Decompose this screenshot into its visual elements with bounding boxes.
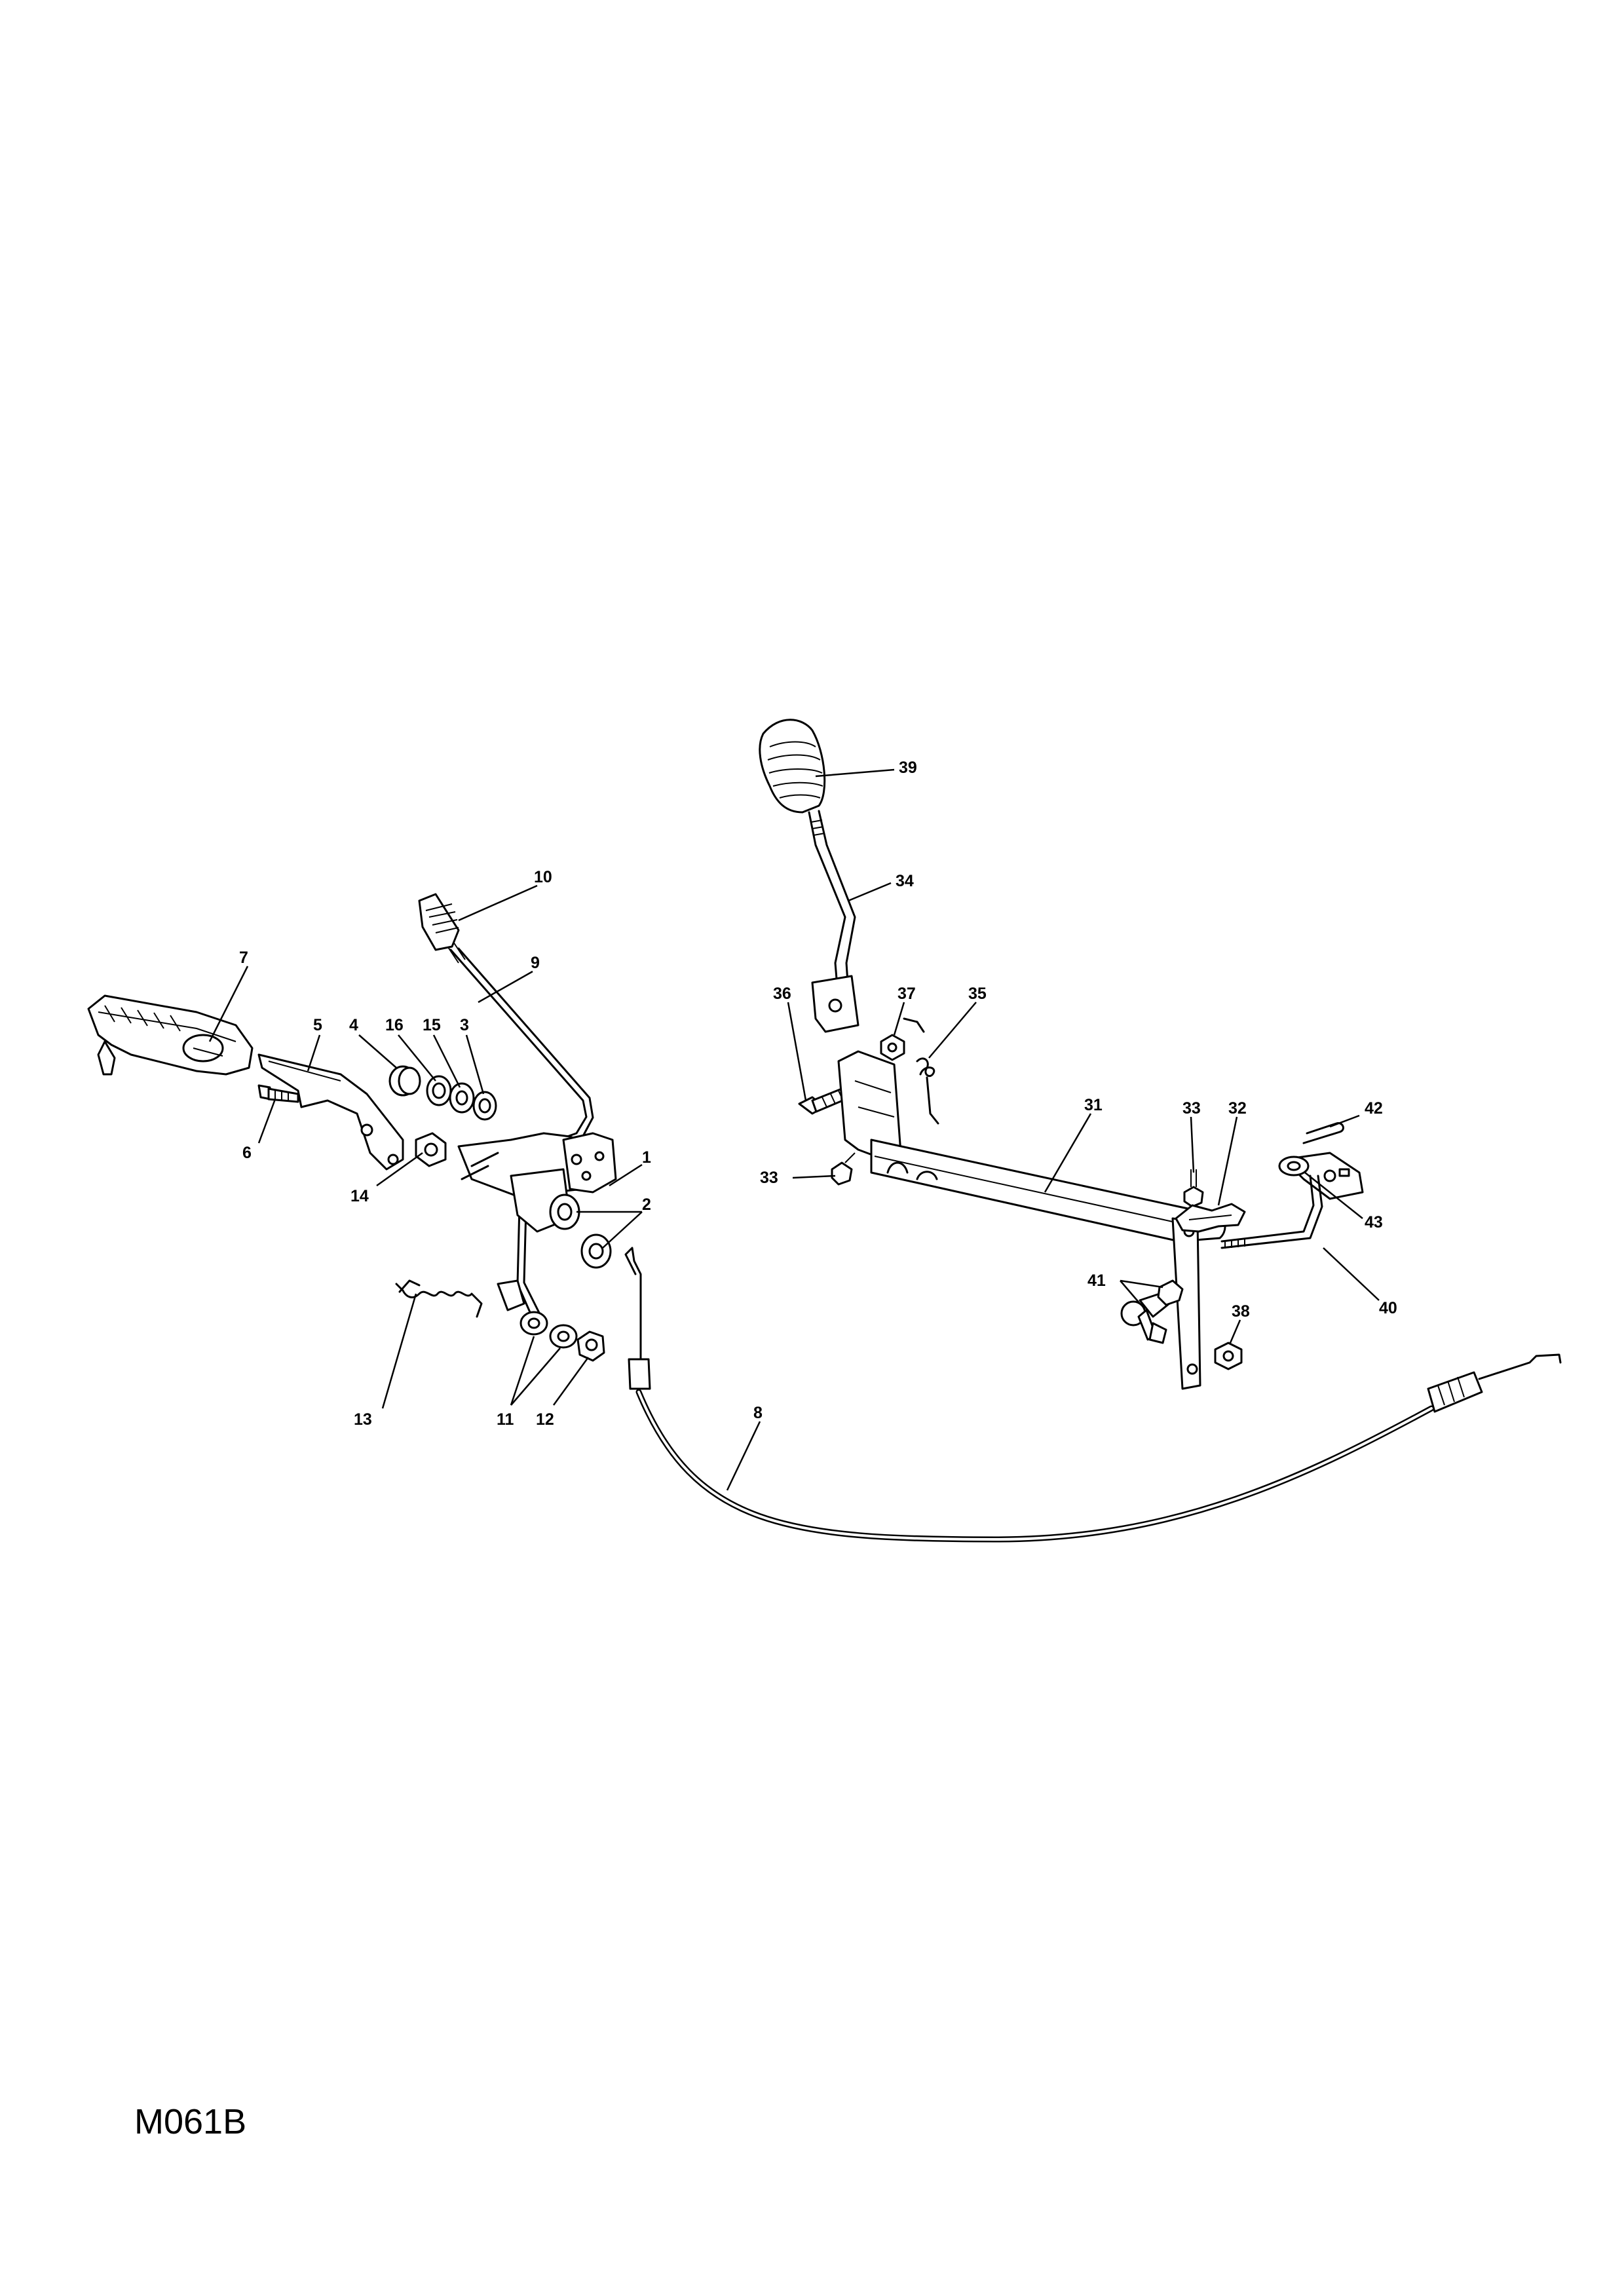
callout-35: 35	[968, 985, 987, 1003]
callout-42: 42	[1365, 1099, 1383, 1118]
part-callouts: 7 5 4 16 15 3 6 14 1 2 10 9 13 11 12 8 3…	[239, 759, 1397, 1429]
pivot-bracket-part	[457, 1132, 617, 1269]
screw-part	[831, 1152, 856, 1186]
callout-16: 16	[385, 1016, 404, 1034]
callout-15: 15	[423, 1016, 441, 1034]
callout-41: 38	[1232, 1302, 1250, 1321]
callout-1: 1	[642, 1148, 651, 1167]
nut-part	[1214, 1342, 1243, 1370]
pedal-assembly	[87, 893, 617, 1362]
leader-lines	[208, 768, 1380, 1491]
callout-4: 4	[349, 1016, 358, 1034]
callout-10: 10	[534, 868, 552, 886]
callout-13: 13	[354, 1410, 372, 1429]
bolt-part	[257, 1084, 299, 1103]
callout-2: 2	[642, 1195, 651, 1214]
callout-37: 37	[897, 985, 916, 1003]
nut-part	[880, 1034, 905, 1061]
gear-knob-part	[759, 719, 826, 814]
drawing-code: M061B	[134, 2102, 246, 2141]
nut-part	[415, 1132, 447, 1167]
washer-nut-part	[519, 1311, 605, 1362]
callout-12: 12	[536, 1410, 554, 1429]
callout-34: 34	[896, 872, 914, 890]
pedal-arm-part	[257, 1053, 404, 1171]
bushing-stack-part	[388, 1065, 497, 1121]
gear-lever-assembly	[759, 719, 1364, 1390]
linkage-rod-part	[1220, 1175, 1323, 1249]
callout-6: 6	[242, 1144, 252, 1162]
callout-31: 31	[1084, 1096, 1103, 1114]
callout-5: 5	[313, 1016, 322, 1034]
callout-8: 8	[753, 1404, 763, 1422]
callout-32: 32	[1228, 1099, 1247, 1118]
lever-rod-part	[418, 893, 594, 1318]
clamp-part	[1175, 1169, 1246, 1233]
throttle-cable-part	[624, 1247, 1562, 1543]
gear-lever-part	[808, 810, 859, 1033]
callout-36: 36	[773, 985, 791, 1003]
callout-9: 9	[531, 954, 540, 972]
callout-3: 3	[460, 1016, 469, 1034]
callout-11: 11	[497, 1410, 514, 1429]
spring-part	[395, 1279, 483, 1318]
callout-33-upper: 33	[1182, 1099, 1201, 1118]
spring-part	[903, 1017, 939, 1125]
callout-7: 7	[239, 949, 248, 967]
callout-40: 41	[1087, 1271, 1106, 1290]
pedal-pad-part	[87, 994, 254, 1076]
shift-shaft-part	[837, 1050, 1226, 1390]
callout-38: 39	[899, 759, 917, 777]
callout-14: 14	[350, 1187, 369, 1205]
clip-plate-part	[1278, 1122, 1364, 1200]
callout-33-lower: 33	[760, 1169, 778, 1187]
ball-joint-part	[1120, 1279, 1184, 1344]
callout-43: 43	[1365, 1213, 1383, 1232]
callout-39: 40	[1379, 1299, 1397, 1317]
